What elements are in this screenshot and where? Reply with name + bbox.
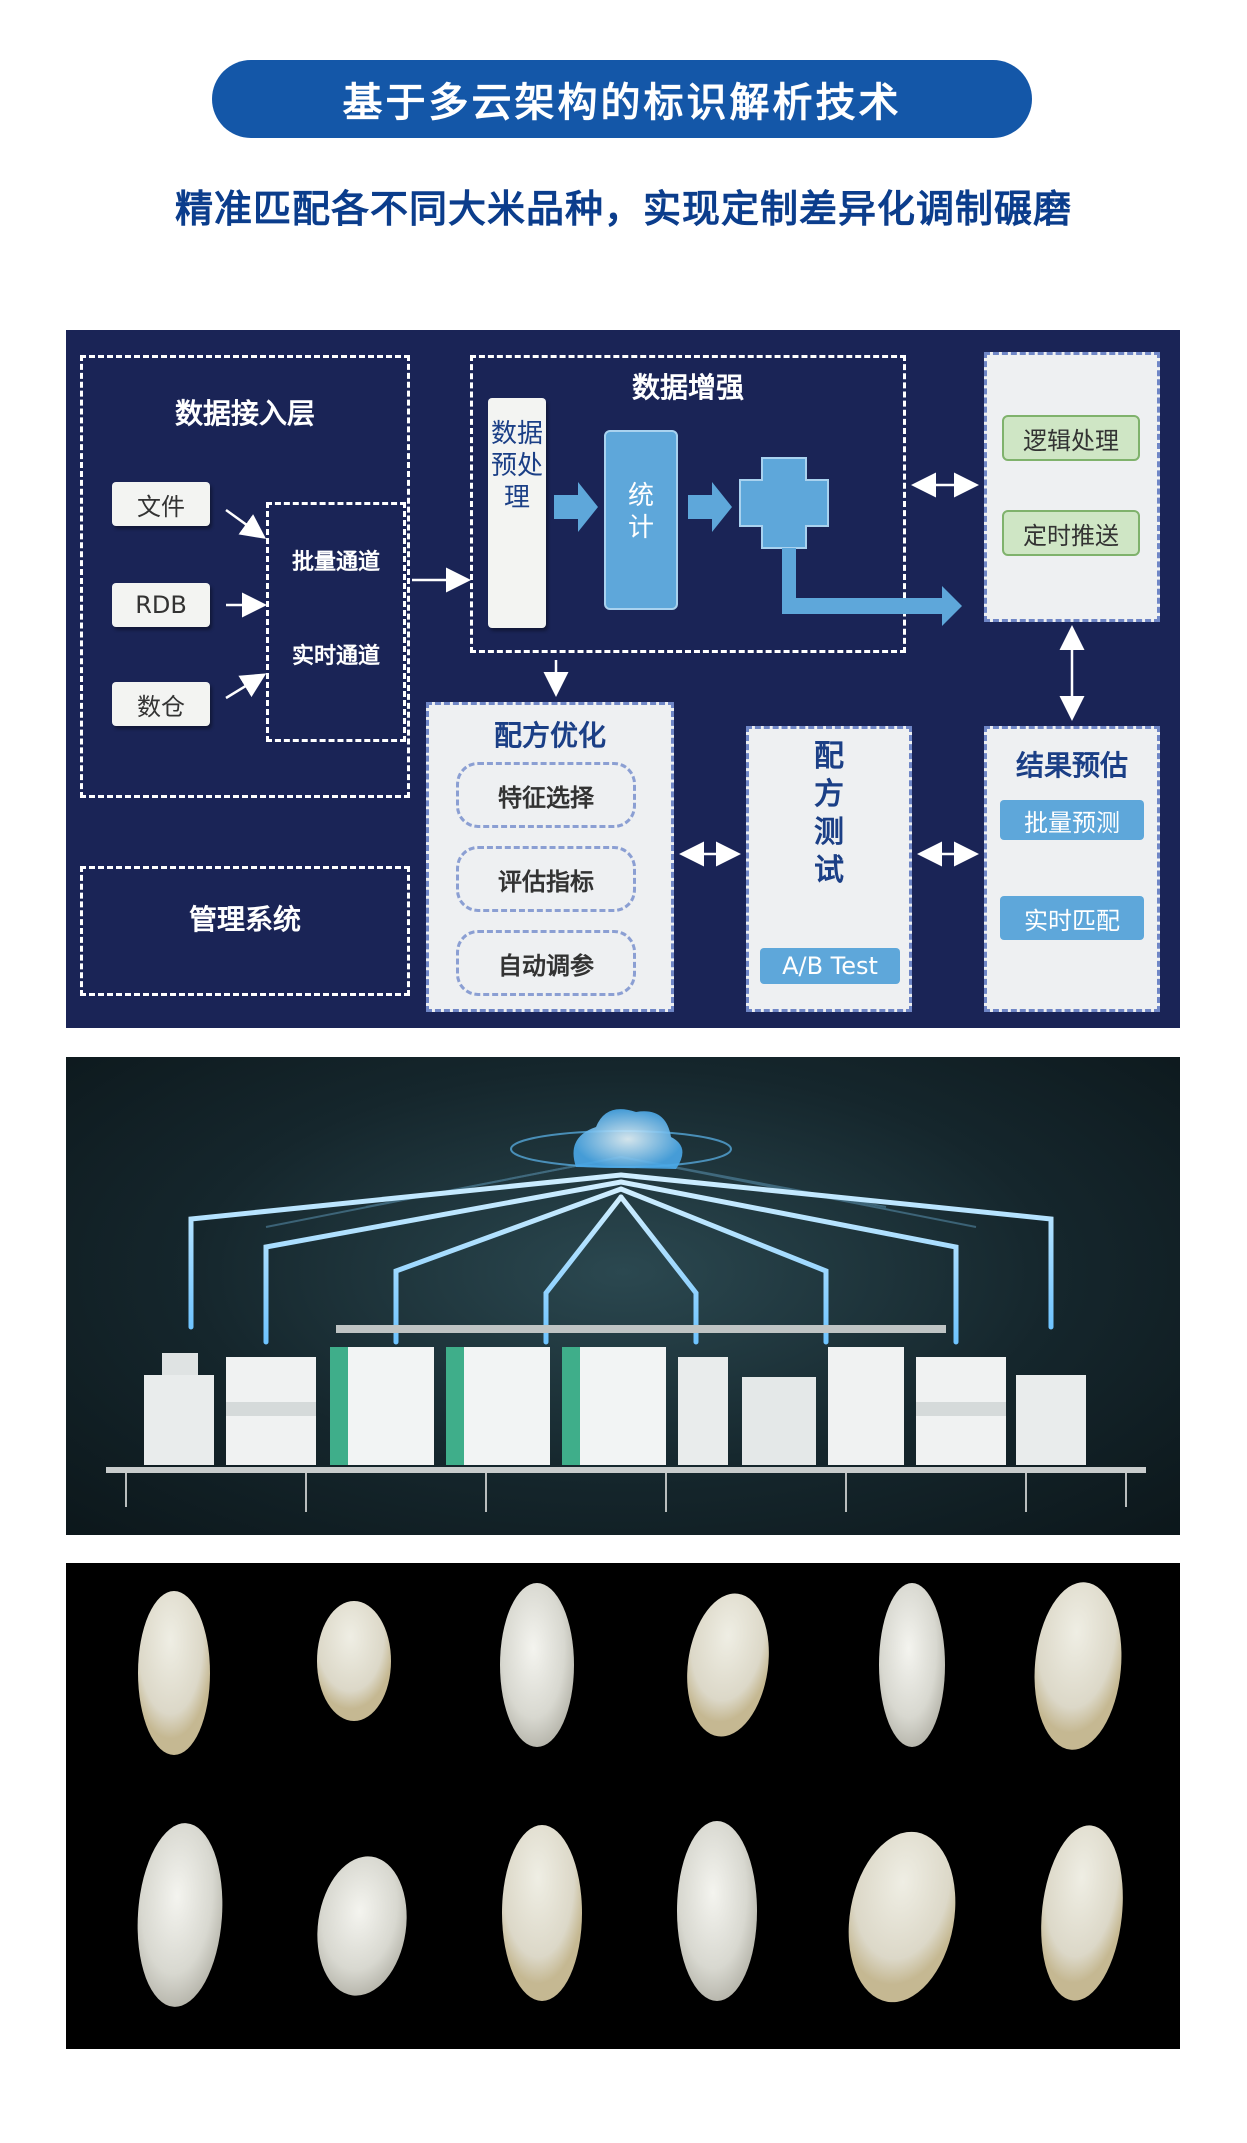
architecture-diagram: 数据接入层 文件 RDB 数仓 批量通道 实时通道 管理系统 数据增强 数据预处… [66,330,1180,1028]
result-estimate-panel [984,726,1160,1012]
formula-opt-title: 配方优化 [493,719,606,752]
source-rdb: RDB [112,583,210,627]
feature-selection: 特征选择 [456,762,636,828]
data-enhance-layer [470,355,906,653]
formula-test-title: 配方测试 [814,739,844,888]
ab-test: A/B Test [760,948,900,984]
machine-line-photo [66,1057,1180,1535]
channel-box [266,502,406,742]
diagram-arrows [225,457,1085,867]
statistics-scroll [604,430,678,610]
logic-processing: 逻辑处理 [1002,415,1140,461]
evaluation-metric: 评估指标 [456,846,636,912]
scheduled-push: 定时推送 [1002,510,1140,556]
management-title: 管理系统 [188,903,301,936]
page-subtitle: 精准匹配各不同大米品种，实现定制差异化调制碾磨 [174,187,1072,231]
data-enhance-title: 数据增强 [631,371,744,404]
realtime-channel: 实时通道 [291,644,380,669]
auto-tuning: 自动调参 [456,930,636,996]
data-access-title: 数据接入层 [174,397,315,430]
source-file: 文件 [112,482,210,526]
preprocess-box: 数据预处理 [488,398,546,628]
result-estimate-title: 结果预估 [1015,749,1128,782]
output-panel [984,352,1160,622]
page-title: 基于多云架构的标识解析技术 [212,60,1032,138]
rice-processing-line-image [106,1109,1146,1512]
data-access-layer [80,355,410,798]
rice-grains-photo [66,1563,1180,2049]
preprocess-label: 数据预处理 [490,419,543,513]
source-warehouse: 数仓 [112,682,210,726]
realtime-match: 实时匹配 [1000,896,1144,940]
statistics-label: 统计 [627,481,654,543]
batch-predict: 批量预测 [1000,800,1144,840]
management-system [80,866,410,996]
rice-grains-image [137,1582,1123,2007]
batch-channel: 批量通道 [291,550,380,575]
